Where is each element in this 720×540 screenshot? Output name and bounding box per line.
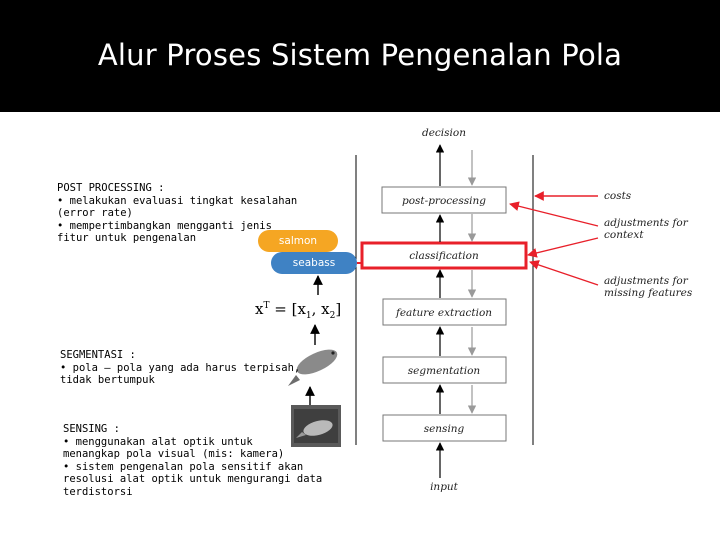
label-adjustments-context-2: context xyxy=(604,229,644,241)
sens-note-line: resolusi alat optik untuk mengurangi dat… xyxy=(63,473,323,485)
formula-sub2: 2 xyxy=(329,311,336,321)
sens-note-line: • menggunakan alat optik untuk xyxy=(63,435,253,448)
segmentation-note: SEGMENTASI : • pola – pola yang ada haru… xyxy=(60,349,300,387)
formula-sup: T xyxy=(263,301,270,311)
sensing-note: SENSING : • menggunakan alat optik untuk… xyxy=(63,423,322,498)
label-decision: decision xyxy=(422,127,466,139)
title-bar xyxy=(0,0,720,112)
formula-mid: = [x xyxy=(269,300,306,318)
formula-sub1: 1 xyxy=(305,311,312,321)
seg-note-line: tidak bertumpuk xyxy=(60,374,155,386)
post-processing-note: POST PROCESSING : • melakukan evaluasi t… xyxy=(57,182,297,245)
sens-note-line: • sistem pengenalan pola sensitif akan xyxy=(63,460,304,473)
label-feature-extraction: feature extraction xyxy=(395,307,492,319)
seg-note-line: SEGMENTASI : xyxy=(60,349,136,361)
sens-note-line: SENSING : xyxy=(63,423,120,435)
label-segmentation: segmentation xyxy=(408,365,481,377)
label-sensing: sensing xyxy=(424,423,465,435)
context-arrow-post xyxy=(509,201,599,227)
seg-note-line: • pola – pola yang ada harus terpisah, xyxy=(60,361,301,374)
stage-box-segmentation xyxy=(382,356,507,384)
formula-lhs: x xyxy=(255,300,264,318)
context-arrow-classification xyxy=(527,237,599,258)
label-adjustments-missing-1: adjustments for xyxy=(604,275,689,287)
stage-box-classification xyxy=(360,241,528,270)
slide-title: Alur Proses Sistem Pengenalan Pola xyxy=(97,38,623,72)
label-adjustments-context-1: adjustments for xyxy=(604,217,689,229)
post-note-line: fitur untuk pengenalan xyxy=(57,232,197,244)
camera-image-icon xyxy=(291,405,341,447)
label-costs: costs xyxy=(604,190,632,202)
fish-icon xyxy=(288,349,338,386)
post-note-line: • mempertimbangkan mengganti jenis xyxy=(57,219,272,232)
label-adjustments-missing-2: missing features xyxy=(604,287,693,299)
label-post-processing: post-processing xyxy=(402,195,486,207)
seabass-class-pill: seabass xyxy=(271,252,357,274)
post-note-line: POST PROCESSING : xyxy=(57,182,165,194)
formula-end: ] xyxy=(335,300,342,318)
label-input: input xyxy=(430,481,459,493)
post-note-line: (error rate) xyxy=(57,207,133,219)
sens-note-line: terdistorsi xyxy=(63,485,133,498)
stage-box-sensing xyxy=(382,414,507,442)
missing-features-arrow xyxy=(529,260,599,286)
formula-sep: , x xyxy=(311,300,330,318)
stage-box-feature-extraction xyxy=(382,298,507,326)
post-note-line: • melakukan evaluasi tingkat kesalahan xyxy=(57,194,298,207)
label-classification: classification xyxy=(409,250,479,262)
stage-box-post-processing xyxy=(381,186,507,214)
feature-vector-formula: xT = [x1, x2] xyxy=(255,300,341,321)
salmon-class-pill: salmon xyxy=(258,230,338,252)
sens-note-line: menangkap pola visual (mis: kamera) xyxy=(63,448,285,460)
